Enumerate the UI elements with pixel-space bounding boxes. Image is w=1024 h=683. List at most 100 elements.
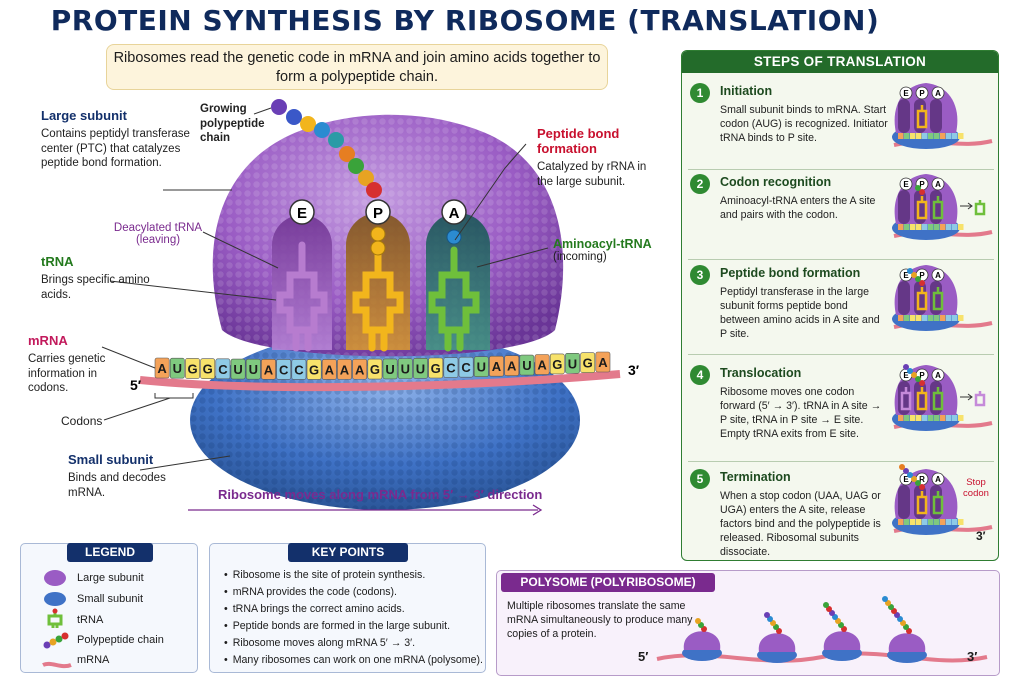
step-description: Ribosome moves one codon forward (5′ → 3…	[720, 386, 882, 440]
peptide-bond-desc: Catalyzed by rRNA in the large subunit.	[537, 161, 647, 188]
p-site-channel	[346, 213, 410, 350]
polysome-3-prime: 3′	[967, 649, 978, 664]
svg-text:P: P	[919, 89, 925, 98]
svg-text:A: A	[264, 362, 274, 377]
step-divider	[688, 461, 994, 462]
mrna-nucleotide: A	[504, 355, 520, 376]
mrna-5-prime: 5′	[130, 377, 142, 393]
svg-text:A: A	[340, 362, 350, 377]
aminoacyl-title: Aminoacyl-tRNA	[553, 237, 652, 251]
large-subunit-desc: Contains peptidyl transferase center (PT…	[41, 128, 190, 169]
aminoacyl-trna-label: Aminoacyl-tRNA (incoming)	[553, 237, 673, 263]
steps-panel: STEPS OF TRANSLATION 1 Initiation Small …	[681, 50, 999, 561]
svg-text:G: G	[309, 362, 319, 377]
step-title: Termination	[720, 470, 791, 484]
svg-text:E: E	[903, 475, 909, 484]
mrna-nucleotide: U	[230, 358, 246, 380]
mrna-nucleotide: A	[489, 355, 504, 377]
key-points-box: KEY POINTS Ribosome is the site of prote…	[209, 543, 486, 673]
step-title: Peptide bond formation	[720, 266, 861, 280]
step-title: Codon recognition	[720, 175, 832, 189]
direction-caption: Ribosome moves along mRNA from 5′ → 3′ d…	[218, 487, 543, 502]
small-subunit-icon	[44, 592, 66, 606]
step-initiation: 1 Initiation Small subunit binds to mRNA…	[688, 83, 994, 163]
steps-header: STEPS OF TRANSLATION	[682, 51, 998, 73]
legend-item: mRNA	[77, 654, 110, 666]
key-point: Ribosome is the site of protein synthesi…	[224, 569, 426, 581]
mrna-icon	[42, 661, 72, 669]
svg-text:U: U	[401, 362, 410, 377]
mrna-nucleotide: U	[169, 357, 185, 379]
svg-text:A: A	[449, 205, 460, 222]
step-number: 4	[690, 365, 710, 385]
step-divider	[688, 259, 994, 260]
mrna-nucleotide: U	[413, 358, 428, 379]
legend-item: Polypeptide chain	[77, 634, 164, 646]
svg-text:U: U	[249, 362, 258, 377]
trna-icon	[47, 608, 63, 628]
svg-text:U: U	[416, 361, 425, 376]
key-point: Many ribosomes can work on one mRNA (pol…	[224, 654, 483, 666]
polysome-ribosome	[882, 596, 927, 663]
site-p-marker: P	[365, 199, 391, 225]
site-a-marker: A	[441, 199, 467, 225]
large-subunit-label: Large subunit Contains peptidyl transfer…	[41, 108, 191, 171]
mini-site-marker: P	[915, 86, 929, 100]
mrna-3-prime: 3′	[628, 362, 640, 378]
mrna-nucleotide: U	[519, 354, 535, 376]
svg-text:U: U	[173, 361, 182, 376]
svg-text:A: A	[157, 361, 167, 376]
step-description: When a stop codon (UAA, UAG or UGA) ente…	[720, 490, 881, 558]
polysome-ribosome	[822, 602, 862, 661]
svg-text:A: A	[935, 89, 941, 98]
svg-text:A: A	[325, 362, 335, 377]
trna-p-site	[352, 246, 404, 352]
mini-site-marker: A	[931, 368, 945, 382]
mini-site-marker: A	[931, 86, 945, 100]
svg-text:C: C	[218, 362, 228, 377]
codon-bracket	[154, 393, 194, 399]
mrna-nucleotide: A	[337, 359, 352, 380]
mrna-nucleotide: G	[549, 353, 565, 375]
growing-polypeptide-chain	[271, 99, 382, 198]
step-divider	[688, 169, 994, 170]
step-description: Small subunit binds to mRNA. Start codon…	[720, 104, 888, 144]
step-number: 2	[690, 174, 710, 194]
step-number: 1	[690, 83, 710, 103]
growing-chain-label: Growing polypeptide chain	[200, 103, 265, 144]
mrna-strand	[139, 370, 621, 392]
svg-text:U: U	[477, 360, 486, 375]
polysome-ribosome	[757, 612, 797, 663]
mrna-nucleotide: C	[215, 358, 231, 380]
mrna-nucleotide: C	[276, 359, 292, 380]
legend-item: tRNA	[77, 614, 104, 626]
step-number: 5	[690, 469, 710, 489]
mrna-nucleotide: G	[428, 357, 444, 379]
step-description: Peptidyl transferase in the large subuni…	[720, 286, 880, 340]
trna-a-site-aminoacyl	[428, 246, 480, 352]
svg-text:A: A	[935, 180, 941, 189]
leader-lines	[101, 107, 549, 471]
mrna-nucleotide: A	[534, 354, 550, 375]
legend-icons	[42, 570, 72, 669]
svg-text:P: P	[919, 371, 925, 380]
step-peptide-bond: 3 Peptide bond formation Peptidyl transf…	[688, 265, 994, 355]
legend-item: Large subunit	[77, 572, 144, 584]
svg-text:U: U	[385, 362, 394, 377]
polysome-illustration	[656, 596, 988, 663]
mrna-nucleotide: A	[261, 359, 276, 380]
step-codon-recognition: 2 Codon recognition Aminoacyl-tRNA enter…	[688, 174, 994, 254]
svg-text:P: P	[373, 205, 383, 222]
step-divider	[688, 354, 994, 355]
svg-text:E: E	[903, 371, 909, 380]
mrna-nucleotide: C	[458, 356, 474, 378]
legend-header: LEGEND	[67, 543, 153, 562]
